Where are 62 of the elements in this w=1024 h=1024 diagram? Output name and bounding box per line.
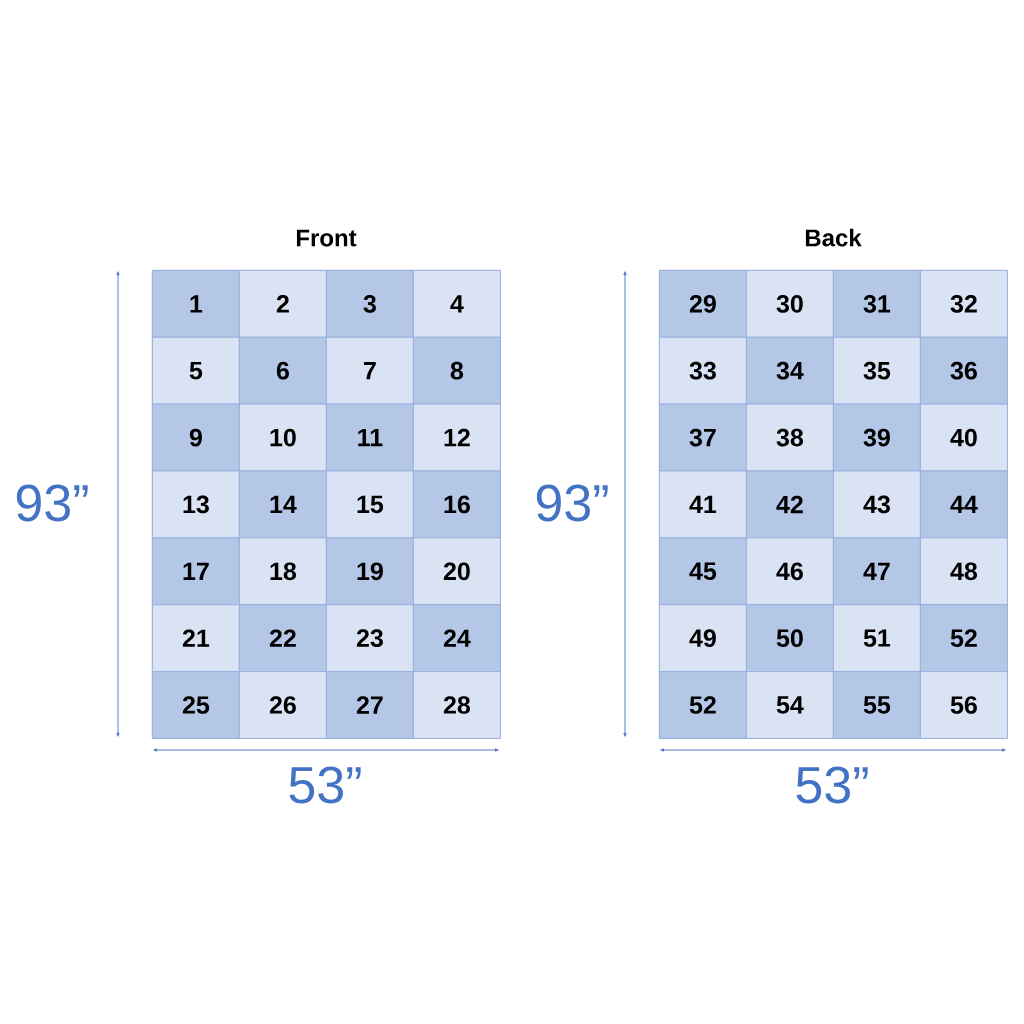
numbered-cell: 38 <box>746 403 834 472</box>
numbered-cell: 36 <box>920 336 1008 405</box>
numbered-cell: 19 <box>326 537 414 606</box>
numbered-cell: 50 <box>746 604 834 672</box>
numbered-cell: 45 <box>659 537 747 606</box>
numbered-cell: 30 <box>746 270 834 338</box>
numbered-cell: 33 <box>659 336 747 405</box>
numbered-cell: 34 <box>746 336 834 405</box>
numbered-cell: 35 <box>833 336 921 405</box>
numbered-cell: 47 <box>833 537 921 606</box>
numbered-cell: 32 <box>920 270 1008 338</box>
numbered-cell: 43 <box>833 470 921 539</box>
numbered-cell: 8 <box>413 336 501 405</box>
numbered-cell: 18 <box>239 537 327 606</box>
numbered-cell: 26 <box>239 671 327 739</box>
numbered-cell: 24 <box>413 604 501 672</box>
numbered-cell: 46 <box>746 537 834 606</box>
numbered-cell: 49 <box>659 604 747 672</box>
numbered-cell: 52 <box>920 604 1008 672</box>
numbered-cell: 17 <box>152 537 240 606</box>
numbered-cell: 21 <box>152 604 240 672</box>
numbered-cell: 1 <box>152 270 240 338</box>
numbered-cell: 55 <box>833 671 921 739</box>
numbered-cell: 14 <box>239 470 327 539</box>
grid-title: Front <box>296 229 357 247</box>
numbered-cell: 6 <box>239 336 327 405</box>
numbered-cell: 15 <box>326 470 414 539</box>
numbered-cell: 48 <box>920 537 1008 606</box>
numbered-cell: 12 <box>413 403 501 472</box>
numbered-cell: 51 <box>833 604 921 672</box>
numbered-cell: 52 <box>659 671 747 739</box>
numbered-cell: 37 <box>659 403 747 472</box>
numbered-cell: 39 <box>833 403 921 472</box>
numbered-cell: 54 <box>746 671 834 739</box>
numbered-cell: 5 <box>152 336 240 405</box>
numbered-cell: 22 <box>239 604 327 672</box>
numbered-cell: 42 <box>746 470 834 539</box>
grid-title: Back <box>805 228 862 247</box>
numbered-cell: 27 <box>326 671 414 739</box>
numbered-cell: 29 <box>659 270 747 338</box>
numbered-cell: 25 <box>152 671 240 739</box>
numbered-cell: 4 <box>413 270 501 338</box>
dimension-label: 93” <box>536 484 608 522</box>
numbered-cell: 7 <box>326 336 414 405</box>
numbered-cell: 9 <box>152 403 240 472</box>
dimension-label: 53” <box>796 766 868 804</box>
numbered-cell: 41 <box>659 470 747 539</box>
dimension-label: 53” <box>289 766 361 804</box>
numbered-cell: 44 <box>920 470 1008 539</box>
numbered-cell: 31 <box>833 270 921 338</box>
numbered-cell: 56 <box>920 671 1008 739</box>
numbered-cell: 20 <box>413 537 501 606</box>
numbered-cell: 2 <box>239 270 327 338</box>
numbered-cell: 28 <box>413 671 501 739</box>
numbered-cell: 13 <box>152 470 240 539</box>
numbered-cell: 11 <box>326 403 414 472</box>
numbered-cell: 10 <box>239 403 327 472</box>
numbered-cell: 3 <box>326 270 414 338</box>
numbered-cell: 23 <box>326 604 414 672</box>
dimension-label: 93” <box>16 484 88 522</box>
numbered-cell: 16 <box>413 470 501 539</box>
numbered-cell: 40 <box>920 403 1008 472</box>
